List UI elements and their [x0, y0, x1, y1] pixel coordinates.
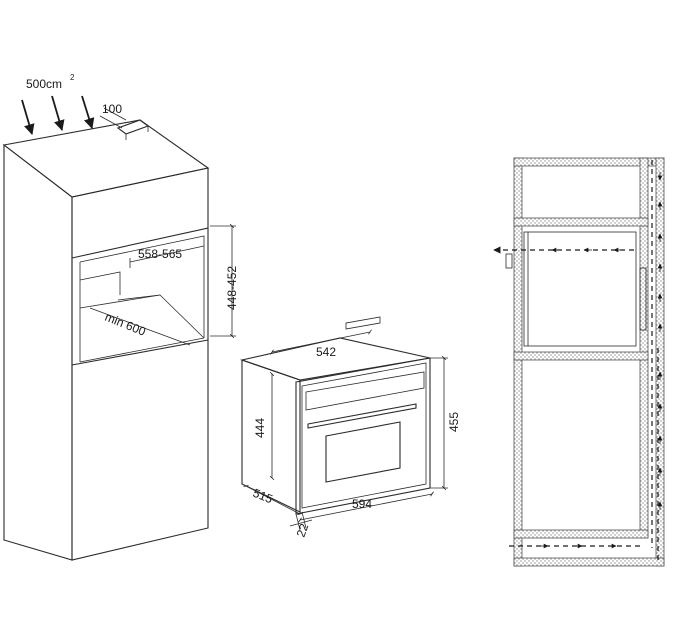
niche-depth-dimension: min 600: [89, 307, 191, 346]
oven-depth-side-label: 515: [251, 486, 275, 507]
oven-width-label: 594: [352, 497, 372, 511]
vent-area-sup: 2: [70, 73, 75, 82]
niche-width-label: 558-565: [138, 247, 182, 261]
niche-depth-label: min 600: [103, 310, 148, 339]
section-lower-shelf: [513, 351, 649, 361]
oven-height-body-label: 444: [253, 418, 267, 438]
cabinet-lower-front: [71, 339, 209, 561]
oven-front-height-dimension: 455: [430, 355, 461, 491]
vent-chimney: [116, 119, 150, 140]
oven-control-panel: [305, 371, 425, 411]
vent-depth-dimension: 100: [99, 102, 127, 129]
oven-side: [241, 359, 301, 513]
oven-front-thickness-dimension: 22: [289, 511, 313, 539]
oven-door-window: [325, 421, 401, 483]
section-back-panel: [639, 157, 649, 539]
oven-body-height-dimension: 444: [253, 371, 275, 481]
airflow-arrows: [21, 95, 95, 136]
oven-side-depth-dimension: 515: [243, 484, 303, 516]
niche-width-dimension: 558-565: [129, 245, 205, 268]
section-vent-slot: [639, 267, 647, 331]
vent-depth-label: 100: [102, 102, 122, 116]
section-oven-body: [523, 231, 637, 347]
oven-front-frame: [295, 357, 431, 515]
oven-display: [345, 316, 381, 330]
section-base: [513, 529, 649, 539]
niche-height-dimension: 448-452: [210, 223, 239, 339]
cabinet-left-side: [3, 143, 73, 561]
tall-cabinet: [2, 119, 210, 561]
oven-depth-dimension: 542: [270, 329, 372, 359]
cabinet-section-view: [493, 157, 665, 567]
oven-width-dimension: 594: [298, 491, 434, 523]
niche-height-label: 448-452: [225, 266, 239, 310]
cabinet-top-face: [2, 119, 210, 198]
oven-height-front-label: 455: [447, 412, 461, 432]
section-upper-shelf: [513, 217, 649, 227]
vent-area-label: 500cm: [26, 77, 62, 91]
oven-depth-top-label: 542: [316, 345, 336, 359]
section-oven-handle: [505, 253, 513, 269]
oven-front-thickness-label: 22: [294, 521, 312, 539]
oven-door-handle: [307, 403, 417, 429]
cabinet-top-front: [71, 167, 209, 259]
section-bottom-wall: [513, 557, 665, 567]
